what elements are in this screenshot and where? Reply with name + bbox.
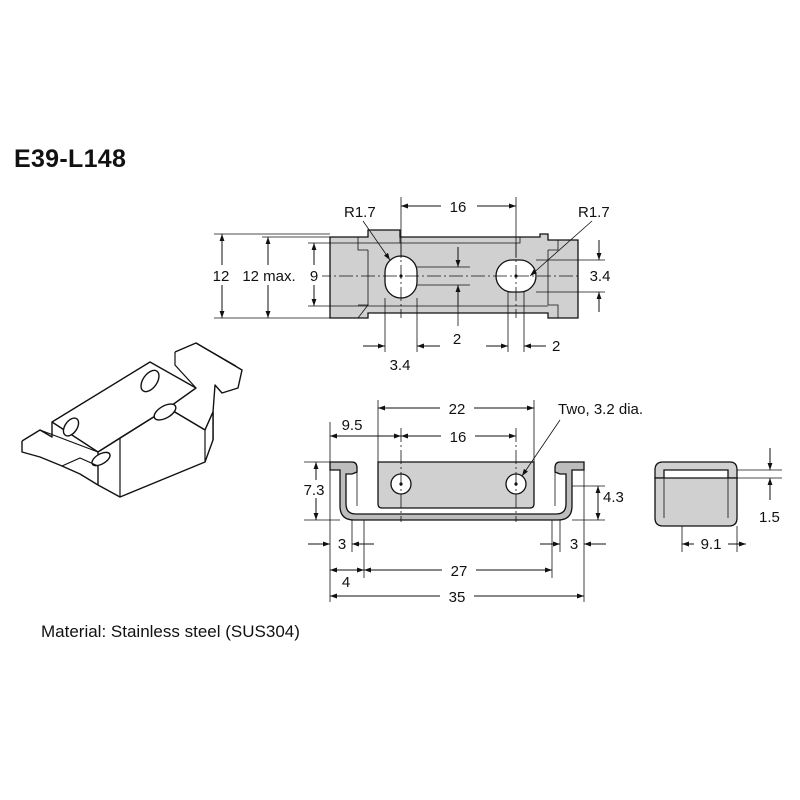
dim-27: 27 <box>451 563 468 580</box>
isometric-view <box>21 342 243 498</box>
dim-16-front: 16 <box>450 429 467 446</box>
radius-label-left: R1.7 <box>344 204 376 221</box>
dim-3-4-bottom: 3.4 <box>390 357 411 374</box>
dim-12-max: 12 max. <box>242 268 295 285</box>
front-view <box>329 428 585 522</box>
dim-12: 12 <box>213 268 230 285</box>
dim-16-top: 16 <box>450 199 467 216</box>
dim-9-1: 9.1 <box>701 536 722 553</box>
dim-7-3: 7.3 <box>304 482 325 499</box>
dim-4-3: 4.3 <box>603 489 624 506</box>
dim-35: 35 <box>449 589 466 606</box>
dim-22: 22 <box>449 401 466 418</box>
holes-note: Two, 3.2 dia. <box>558 401 643 418</box>
dim-3-4-right: 3.4 <box>590 268 611 285</box>
part-title: E39-L148 <box>14 145 127 173</box>
side-view-dimensions: 1.5 9.1 <box>681 448 782 553</box>
dim-3-right: 3 <box>570 536 578 553</box>
top-view-dimensions: 16 R1.7 R1.7 12 12 max. 9 3.4 2 <box>210 197 614 374</box>
front-view-dimensions: 22 Two, 3.2 dia. 9.5 16 7.3 4.3 3 3 4 <box>298 399 643 606</box>
side-view <box>654 461 738 527</box>
dim-2-right: 2 <box>552 338 560 355</box>
dim-1-5: 1.5 <box>759 509 780 526</box>
dim-2-center: 2 <box>453 331 461 348</box>
dim-4: 4 <box>342 574 350 591</box>
material-note: Material: Stainless steel (SUS304) <box>41 622 300 641</box>
dim-3-left: 3 <box>338 536 346 553</box>
dim-9-5: 9.5 <box>342 417 363 434</box>
radius-label-right: R1.7 <box>578 204 610 221</box>
dim-9: 9 <box>310 268 318 285</box>
